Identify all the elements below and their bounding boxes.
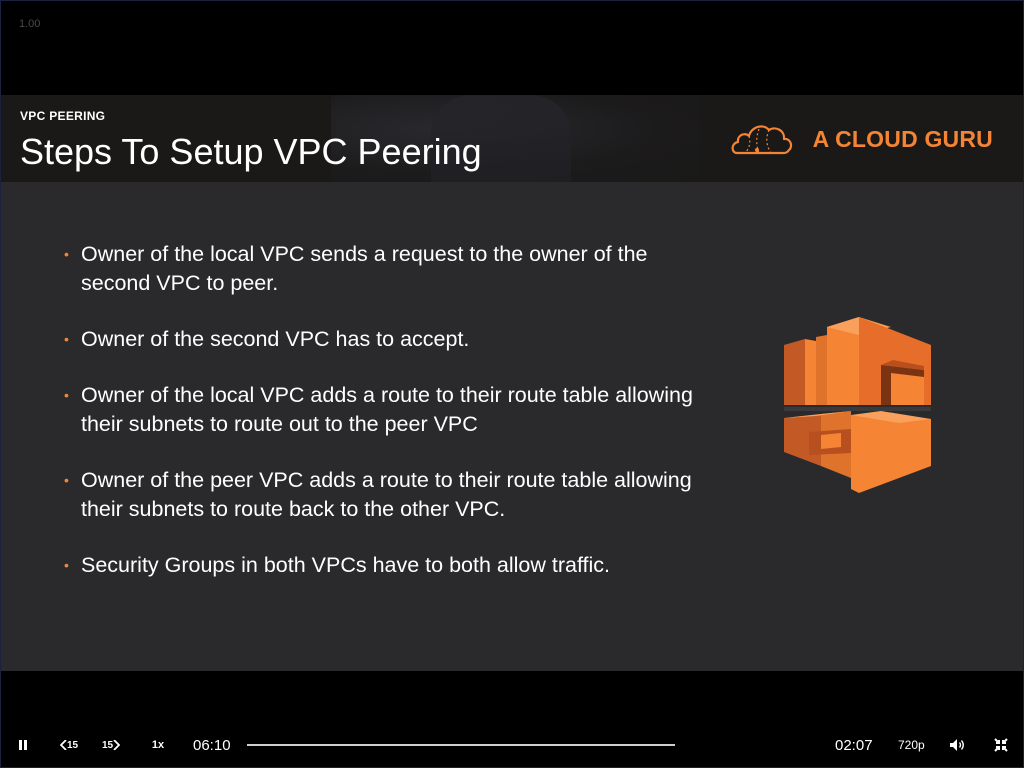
forward-15-button[interactable]: 15 — [98, 722, 124, 768]
bullet-marker: • — [64, 387, 69, 403]
pause-button[interactable] — [10, 722, 36, 768]
bullet-text: Security Groups in both VPCs have to bot… — [81, 553, 611, 577]
background-presenter — [431, 95, 571, 182]
pause-icon — [19, 740, 27, 750]
bullet-marker: • — [64, 557, 69, 573]
bullet-marker: • — [64, 472, 69, 488]
chevron-right-icon — [113, 740, 121, 750]
bullet-text: Owner of the peer VPC adds a route to th… — [81, 468, 692, 521]
forward-label: 15 — [101, 739, 114, 751]
exit-fullscreen-button[interactable] — [990, 722, 1012, 768]
section-label: VPC PEERING — [20, 109, 106, 123]
video-slide[interactable]: VPC PEERING Steps To Setup VPC Peering A… — [1, 95, 1023, 671]
bullet-text: Owner of the second VPC has to accept. — [81, 327, 470, 351]
quality-button[interactable]: 720p — [898, 738, 925, 752]
bullet-item: • Owner of the peer VPC adds a route to t… — [61, 466, 701, 524]
bullet-item: • Owner of the local VPC sends a request … — [61, 240, 701, 298]
bullet-text: Owner of the local VPC sends a request t… — [81, 242, 648, 295]
brand-logo: A CLOUD GURU — [729, 117, 993, 161]
bullet-item: • Owner of the local VPC adds a route to … — [61, 381, 701, 439]
bullet-marker: • — [64, 246, 69, 262]
bullet-list: • Owner of the local VPC sends a request … — [61, 240, 701, 607]
playback-speed-button[interactable]: 1x — [151, 739, 165, 751]
exit-fullscreen-icon — [994, 738, 1008, 752]
speed-indicator: 1.00 — [19, 18, 41, 30]
bullet-item: • Owner of the second VPC has to accept. — [61, 325, 701, 354]
volume-button[interactable] — [946, 722, 968, 768]
aws-vpc-peering-icon — [784, 317, 931, 493]
slide-header: VPC PEERING Steps To Setup VPC Peering A… — [1, 95, 1023, 182]
bullet-text: Owner of the local VPC adds a route to t… — [81, 383, 693, 436]
bullet-marker: • — [64, 331, 69, 347]
progress-bar[interactable] — [247, 744, 675, 746]
elapsed-time: 06:10 — [193, 736, 231, 754]
volume-icon — [950, 739, 964, 751]
remaining-time: 02:07 — [835, 736, 873, 754]
chevron-left-icon — [59, 740, 67, 750]
slide-title: Steps To Setup VPC Peering — [20, 131, 482, 172]
logo-node — [754, 148, 759, 152]
cloud-logo-icon — [731, 125, 792, 155]
brand-name: A CLOUD GURU — [812, 125, 993, 152]
rewind-label: 15 — [66, 739, 79, 751]
bullet-item: • Security Groups in both VPCs have to bo… — [61, 551, 701, 580]
rewind-15-button[interactable]: 15 — [56, 722, 82, 768]
player-controls: 15 15 1x 06:10 02:07 720p — [0, 722, 1024, 768]
